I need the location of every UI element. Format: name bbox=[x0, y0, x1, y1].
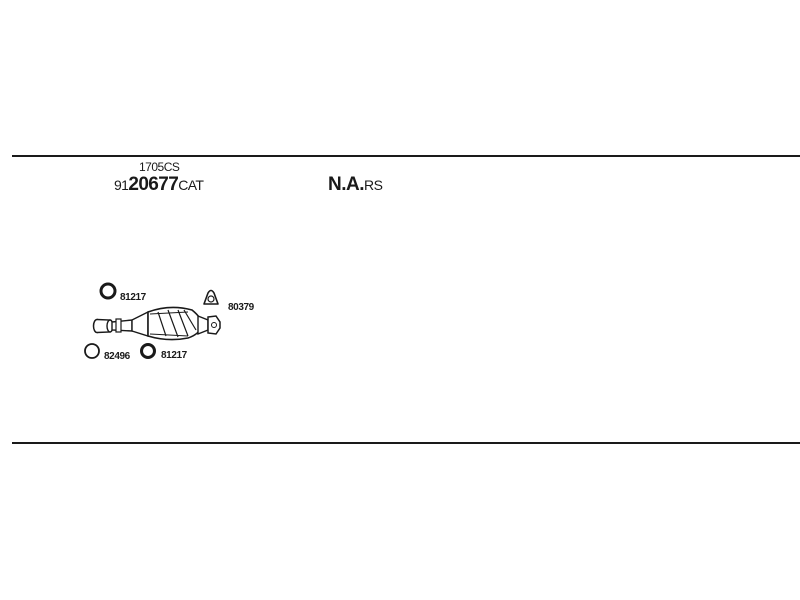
gasket-ring-icon bbox=[140, 343, 156, 359]
part-label-triangle-gasket: 80379 bbox=[228, 302, 254, 313]
bottom-divider-line bbox=[12, 442, 800, 444]
catalytic-converter-icon bbox=[92, 306, 221, 341]
main-part-number: 20677 bbox=[128, 174, 179, 195]
sub-part-code: 1705CS bbox=[139, 160, 180, 174]
triangle-flange-gasket-icon bbox=[203, 289, 219, 305]
gasket-ring-icon bbox=[99, 282, 117, 300]
gasket-ring-icon bbox=[84, 343, 100, 359]
exhaust-parts-diagram: 81217 80379 82496 81217 bbox=[80, 270, 280, 380]
main-part-suffix: CAT bbox=[178, 177, 204, 193]
main-part-code: 9120677CAT bbox=[114, 174, 204, 196]
part-label-ring-bottom-left: 82496 bbox=[104, 351, 130, 362]
top-divider-line bbox=[12, 155, 800, 157]
not-available-main: N.A. bbox=[328, 174, 365, 195]
exhaust-parts-drawing bbox=[84, 282, 221, 359]
main-part-prefix: 91 bbox=[114, 177, 129, 193]
part-label-ring-bottom-right: 81217 bbox=[161, 350, 187, 361]
not-available-suffix: RS bbox=[364, 177, 383, 193]
part-label-ring-top: 81217 bbox=[120, 292, 146, 303]
not-available-label: N.A.RS bbox=[328, 174, 383, 196]
